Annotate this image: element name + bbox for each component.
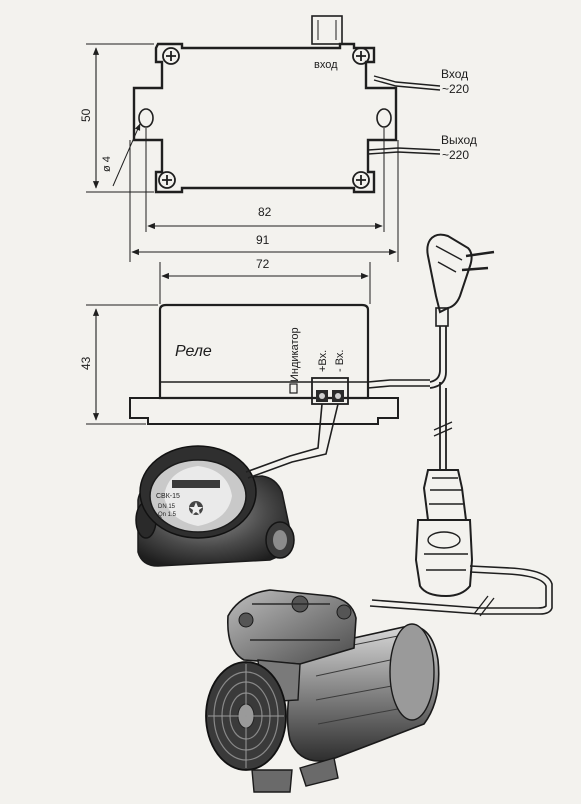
meter-line1: DN 15: [158, 504, 176, 510]
extension-cord: [433, 382, 453, 470]
dimension-width-91: 91: [129, 140, 399, 262]
water-meter: СВК-15 DN 15 Qn 1.5: [135, 403, 339, 567]
dimension-height-side: 43: [79, 304, 158, 425]
mounting-hole-right: [376, 108, 392, 128]
screw-icon: [158, 171, 176, 189]
dimension-width-82: 82: [145, 128, 385, 232]
dimension-hole-diameter: ø 4: [101, 123, 141, 187]
socket-body: [414, 519, 474, 598]
input-cable: [373, 75, 441, 87]
meter-line2: Qn 1.5: [158, 512, 177, 518]
label-output: Выход: [441, 133, 477, 147]
label-output-voltage: ~220: [442, 148, 469, 162]
label-relay: Реле: [175, 343, 212, 360]
screw-icon: [352, 47, 370, 65]
output-cable: [367, 147, 441, 151]
label-minus-in: - Вх.: [334, 350, 346, 373]
meter-signal-cable: [245, 403, 323, 473]
relay-box: [158, 303, 370, 400]
svg-text:72: 72: [256, 257, 270, 271]
svg-text:ø 4: ø 4: [101, 156, 113, 172]
enclosure-outline: [132, 42, 398, 194]
meter-brand: СВК-15: [156, 493, 180, 500]
dimension-width-72: 72: [159, 257, 371, 304]
screw-icon: [162, 47, 180, 65]
power-socket: [369, 469, 553, 617]
svg-text:91: 91: [256, 233, 270, 247]
mounting-hole-left: [138, 108, 154, 128]
label-input-voltage: ~220: [442, 82, 469, 96]
label-indicator: Индикатор: [289, 327, 301, 382]
label-vhod: вход: [314, 59, 338, 71]
svg-text:43: 43: [79, 356, 93, 370]
air-compressor: [205, 589, 440, 793]
top-connector-block: [311, 15, 343, 45]
dimension-height-top: 50: [79, 43, 154, 193]
enclosure-top-view: [132, 15, 441, 194]
plug-body: [426, 233, 473, 314]
terminal-block: [311, 377, 349, 405]
indicator-led: [289, 383, 298, 394]
svg-text:82: 82: [258, 205, 272, 219]
plug-pin: [465, 250, 495, 258]
relay-side-view: [129, 303, 430, 425]
power-plug: [426, 233, 495, 389]
svg-text:50: 50: [79, 108, 93, 122]
screw-icon: [352, 171, 370, 189]
label-input: Вход: [441, 67, 468, 81]
compressor-head: [227, 589, 357, 665]
label-plus-in: +Вх.: [317, 350, 329, 372]
